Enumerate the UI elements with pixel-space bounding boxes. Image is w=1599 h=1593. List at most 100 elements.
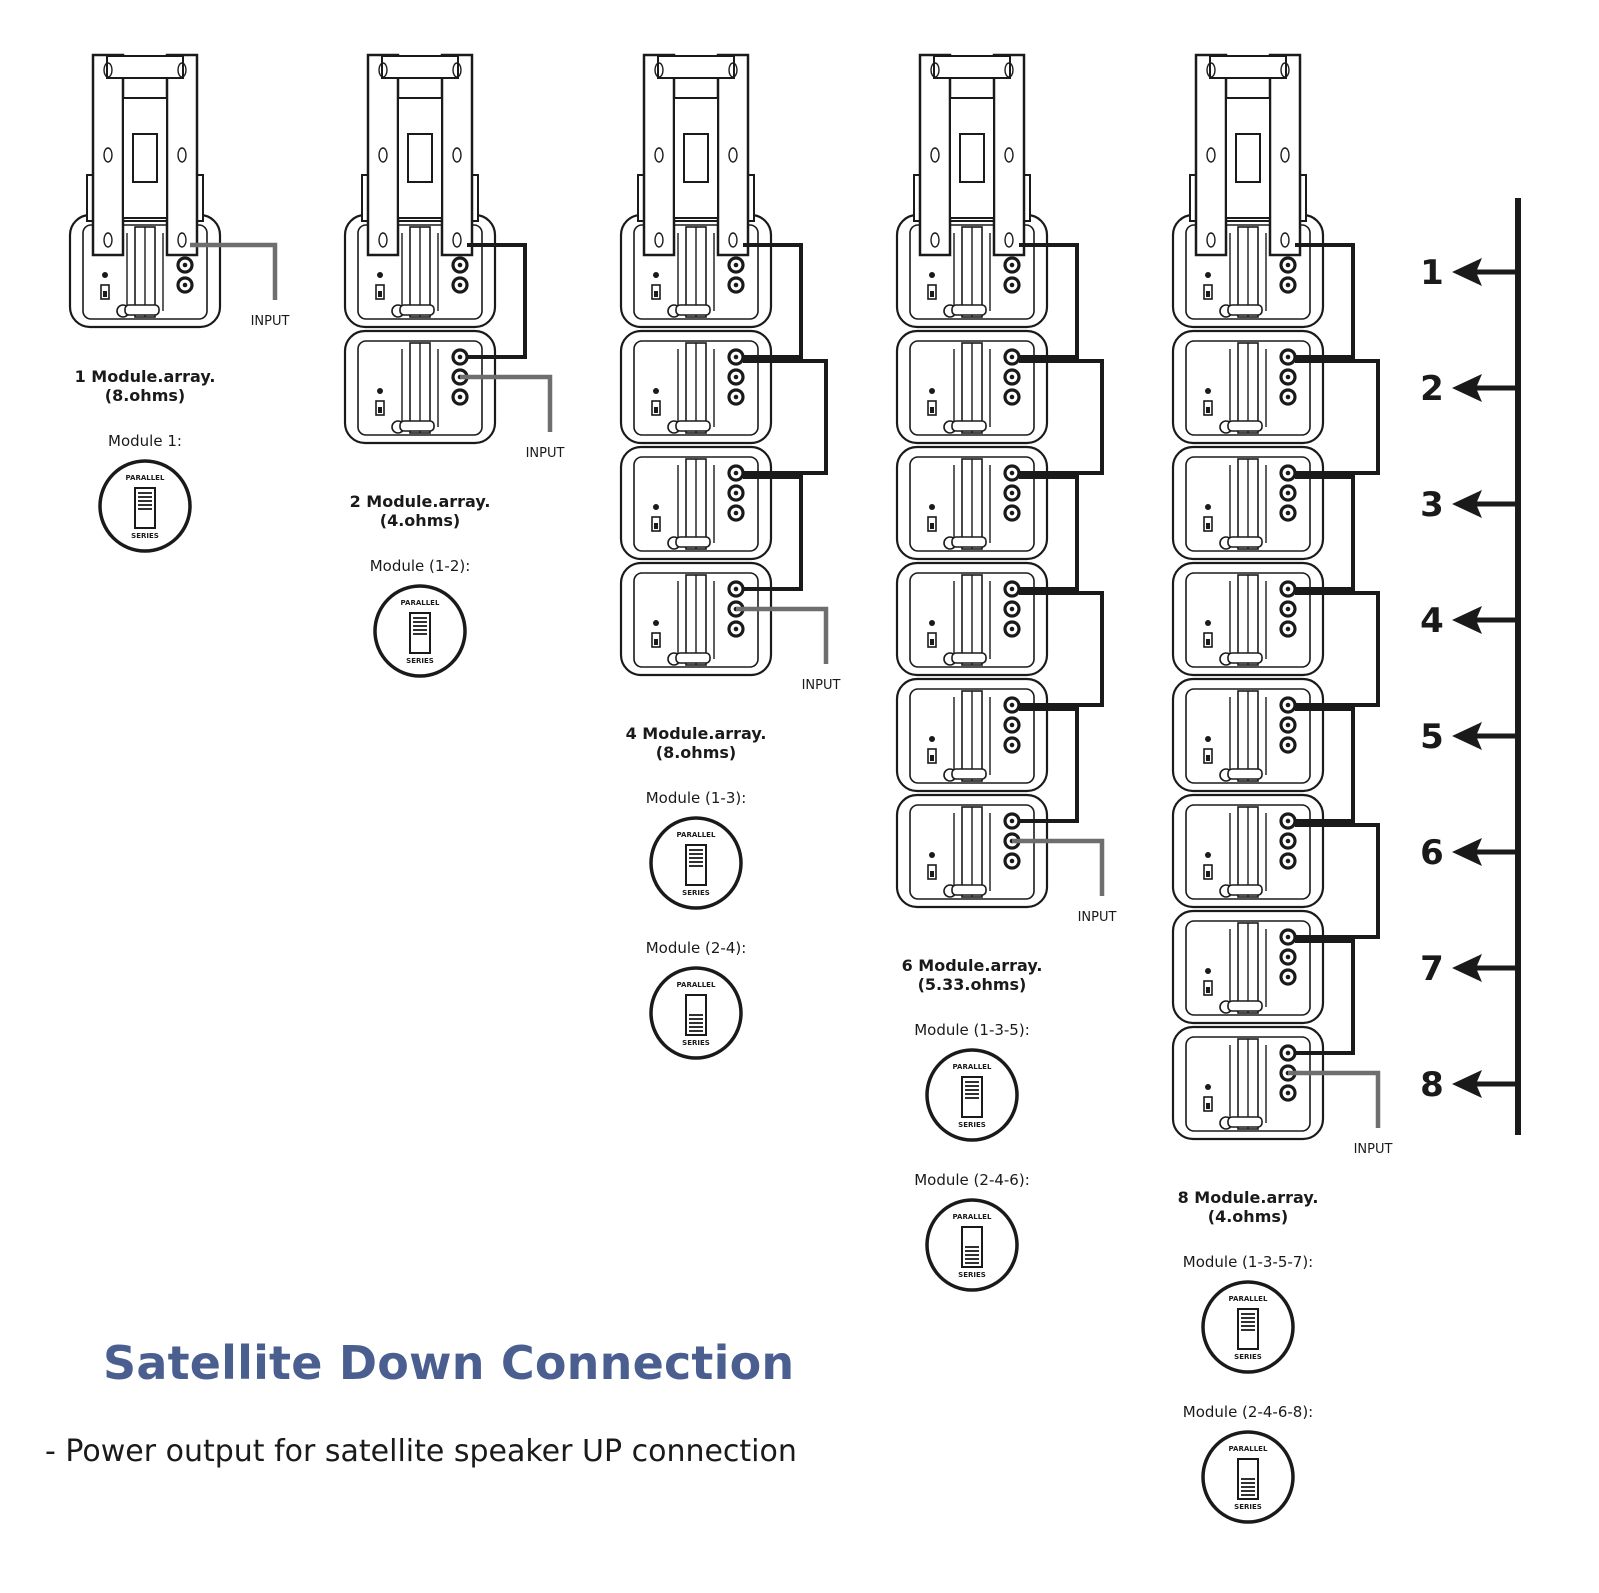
speaker-module bbox=[619, 561, 773, 677]
array-caption: 8 Module.array.(4.ohms)Module (1-3-5-7):… bbox=[1178, 1188, 1318, 1524]
latch bbox=[1227, 1000, 1263, 1012]
rigging-hole bbox=[728, 147, 738, 163]
switch-label-parallel: PARALLEL bbox=[953, 1063, 992, 1071]
latch bbox=[1227, 1116, 1263, 1128]
rigging-hole bbox=[378, 147, 388, 163]
jack-pin bbox=[1285, 470, 1291, 476]
led-indicator bbox=[1205, 1084, 1211, 1090]
jack-pin bbox=[457, 262, 463, 268]
rigging-hole bbox=[177, 232, 187, 248]
switch-body bbox=[961, 1076, 983, 1118]
jack-pin bbox=[1285, 722, 1291, 728]
speaker-module bbox=[1171, 1025, 1325, 1141]
jack-pin bbox=[1285, 934, 1291, 940]
rigging-hole bbox=[452, 62, 462, 78]
link-cable bbox=[1295, 707, 1355, 823]
link-cable bbox=[1295, 939, 1355, 1055]
rigging-bar-left bbox=[366, 53, 400, 257]
mode-switch-knob bbox=[654, 523, 658, 529]
speaker-module bbox=[1171, 677, 1325, 793]
jack-pin bbox=[457, 354, 463, 360]
array-caption: 6 Module.array.(5.33.ohms)Module (1-3-5)… bbox=[902, 956, 1043, 1292]
led-indicator bbox=[1205, 504, 1211, 510]
rigging-hole bbox=[1206, 147, 1216, 163]
array-title: 6 Module.array. bbox=[902, 956, 1043, 975]
rigging-hole bbox=[654, 232, 664, 248]
link-cable bbox=[1295, 823, 1380, 939]
rigging-top bbox=[1209, 55, 1287, 79]
rigging-window bbox=[132, 133, 158, 183]
latch bbox=[675, 652, 711, 664]
led-indicator bbox=[102, 272, 108, 278]
array-impedance: (4.ohms) bbox=[380, 511, 460, 530]
scale-arrowhead bbox=[1452, 838, 1482, 866]
input-wire bbox=[736, 606, 829, 664]
rigging-hole bbox=[654, 147, 664, 163]
wiring: INPUT bbox=[736, 243, 841, 693]
latch bbox=[399, 420, 435, 432]
wiring: INPUT bbox=[1288, 243, 1392, 1157]
jack-pin bbox=[1285, 702, 1291, 708]
rigging-bar-right bbox=[165, 53, 199, 257]
mode-switch-knob bbox=[930, 523, 934, 529]
switch-label-parallel: PARALLEL bbox=[1229, 1445, 1268, 1453]
rigging-top bbox=[933, 55, 1011, 79]
latch bbox=[675, 536, 711, 548]
link-cable bbox=[743, 359, 828, 475]
array-title: 4 Module.array. bbox=[626, 724, 767, 743]
led-indicator bbox=[929, 852, 935, 858]
rigging-hole bbox=[103, 62, 113, 78]
jack-pin bbox=[733, 374, 739, 380]
led-indicator bbox=[1205, 736, 1211, 742]
mode-switch-knob bbox=[1206, 291, 1210, 297]
mode-switch-knob bbox=[930, 871, 934, 877]
module-stack bbox=[619, 213, 773, 677]
mode-switch-knob bbox=[1206, 407, 1210, 413]
mode-switch-knob bbox=[654, 407, 658, 413]
jack-pin bbox=[1285, 354, 1291, 360]
rigging-top bbox=[657, 55, 735, 79]
led-indicator bbox=[653, 620, 659, 626]
latch bbox=[675, 420, 711, 432]
scale-arrowhead bbox=[1452, 954, 1482, 982]
speaker-module bbox=[895, 329, 1049, 445]
input-label: INPUT bbox=[802, 678, 841, 693]
input-label: INPUT bbox=[251, 314, 290, 329]
module-number: 3 bbox=[1420, 485, 1444, 525]
led-indicator bbox=[377, 388, 383, 394]
latch bbox=[951, 420, 987, 432]
speaker-module bbox=[1171, 909, 1325, 1025]
speaker-module bbox=[1171, 329, 1325, 445]
led-indicator bbox=[1205, 620, 1211, 626]
jack-pin bbox=[1009, 702, 1015, 708]
array-caption: 1 Module.array.(8.ohms)Module 1:PARALLEL… bbox=[75, 367, 215, 553]
rigging-hole bbox=[728, 232, 738, 248]
jack-pin bbox=[1009, 394, 1015, 400]
switch-label-parallel: PARALLEL bbox=[401, 599, 440, 607]
switch-group-label: Module (1-3-5-7): bbox=[1183, 1253, 1313, 1271]
mode-switch-knob bbox=[1206, 755, 1210, 761]
jack-pin bbox=[1285, 626, 1291, 632]
rigging-hole bbox=[103, 147, 113, 163]
switch-label-series: SERIES bbox=[131, 532, 159, 540]
switch-group-label: Module (1-3): bbox=[646, 789, 747, 807]
link-cable bbox=[743, 475, 803, 591]
jack-pin bbox=[1285, 586, 1291, 592]
rigging-hole bbox=[1004, 62, 1014, 78]
led-indicator bbox=[653, 272, 659, 278]
led-indicator bbox=[653, 388, 659, 394]
jack-pin bbox=[1285, 954, 1291, 960]
rigging-bar-right bbox=[992, 53, 1026, 257]
input-wire bbox=[190, 242, 278, 300]
jack-pin bbox=[1009, 262, 1015, 268]
rigging-bar-left bbox=[918, 53, 952, 257]
module-number: 5 bbox=[1420, 717, 1444, 757]
rigging-bar-left bbox=[91, 53, 125, 257]
speaker-module bbox=[1171, 793, 1325, 909]
latch bbox=[951, 536, 987, 548]
